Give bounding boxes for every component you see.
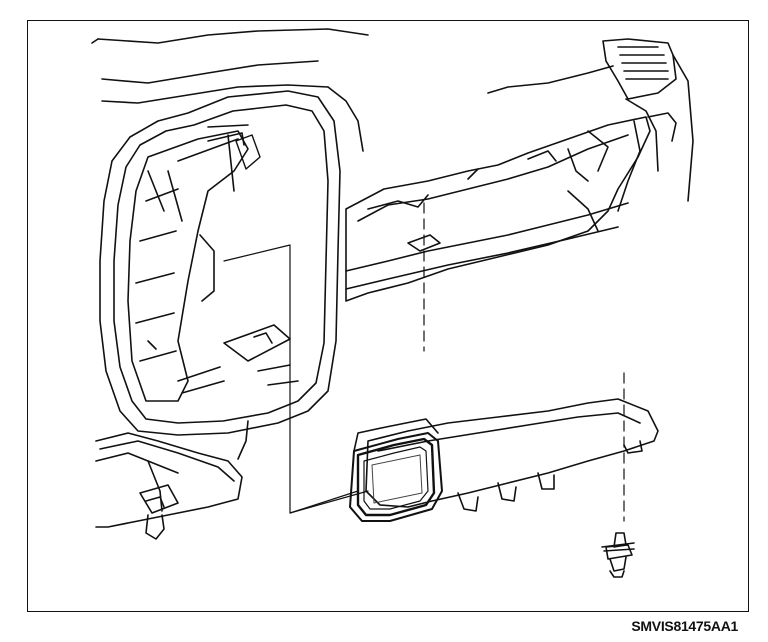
dash-top-contour xyxy=(91,28,369,152)
knee-bolster-assembly xyxy=(365,398,659,512)
left-lower-trim-panel xyxy=(95,420,249,540)
instrument-panel-lower-carrier xyxy=(345,112,677,302)
fastener-mounting-pad xyxy=(407,234,441,252)
duct-outlet-box xyxy=(349,418,443,522)
glove-box-cavity-interior xyxy=(127,124,299,402)
push-pin-retainer xyxy=(601,532,635,578)
diagram-frame xyxy=(27,20,749,612)
instrument-panel-illustration xyxy=(91,28,694,578)
alignment-lines xyxy=(223,202,625,522)
latch-striker xyxy=(223,324,291,362)
figure-code-label: SMVIS81475AA1 xyxy=(631,618,738,634)
air-vent-right xyxy=(487,38,694,202)
glove-box-opening-bezel xyxy=(99,90,341,436)
